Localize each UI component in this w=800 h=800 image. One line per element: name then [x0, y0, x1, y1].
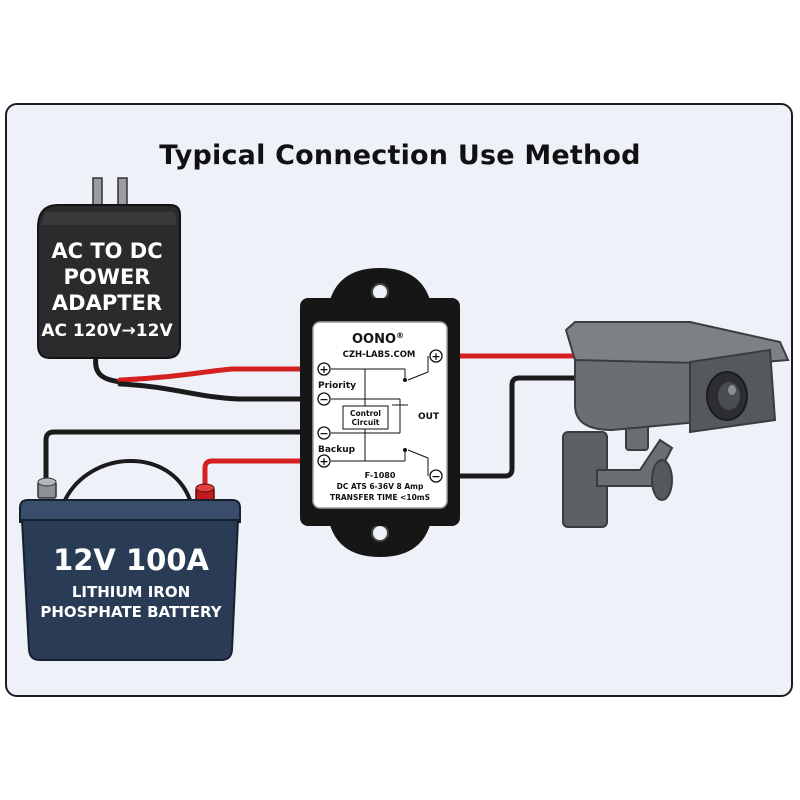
terminal-out-negative: − [429, 469, 443, 483]
wire-priority-positive [117, 366, 308, 383]
battery-chemistry-line2: PHOSPHATE BATTERY [40, 603, 222, 621]
wire-backup-positive [202, 458, 308, 498]
switch-contact-bottom [403, 448, 407, 452]
control-circuit-line1: Control [350, 409, 381, 418]
backup-label: Backup [318, 445, 356, 455]
adapter-label-line4: AC 120V→12V [41, 321, 173, 341]
module-transfer-time: TRANSFER TIME <10mS [330, 493, 430, 502]
wires [43, 349, 578, 502]
priority-label: Priority [318, 381, 356, 391]
switch-contact-top [403, 378, 407, 382]
svg-text:+: + [431, 350, 440, 363]
control-circuit-line2: Circuit [352, 418, 380, 427]
wire-priority-negative [117, 381, 308, 402]
module-model: F-1080 [365, 471, 396, 480]
module-brand: OONO® [352, 331, 404, 347]
battery-chemistry-line1: LITHIUM IRON [72, 583, 190, 601]
adapter-label-line1: AC TO DC [51, 239, 162, 263]
svg-text:+: + [319, 363, 328, 376]
terminal-priority-negative: − [317, 392, 331, 406]
terminal-backup-positive: + [317, 454, 331, 468]
svg-text:−: − [319, 393, 328, 406]
adapter-label-line3: ADAPTER [52, 291, 162, 315]
out-label: OUT [418, 412, 440, 422]
module-spec: DC ATS 6-36V 8 Amp [337, 482, 424, 491]
terminal-out-positive: + [429, 349, 443, 363]
power-adapter-icon: AC TO DC POWER ADAPTER AC 120V→12V [37, 177, 181, 359]
terminal-priority-positive: + [317, 362, 331, 376]
cctv-camera-icon [562, 320, 790, 528]
wire-out-negative [457, 375, 578, 479]
adapter-label-line2: POWER [64, 265, 151, 289]
terminal-backup-negative: − [317, 426, 331, 440]
battery-icon: 12V 100A LITHIUM IRON PHOSPHATE BATTERY [19, 477, 241, 661]
ats-module-icon: OONO® CZH-LABS.COM Control [300, 268, 460, 557]
battery-capacity: 12V 100A [53, 543, 209, 577]
battery-handle [63, 459, 192, 502]
svg-text:+: + [319, 455, 328, 468]
wire-backup-negative [43, 429, 308, 491]
module-website: CZH-LABS.COM [343, 350, 416, 360]
control-circuit-box [342, 405, 389, 430]
diagram-title: Typical Connection Use Method [159, 140, 641, 171]
svg-text:−: − [319, 427, 328, 440]
svg-text:−: − [431, 470, 440, 483]
